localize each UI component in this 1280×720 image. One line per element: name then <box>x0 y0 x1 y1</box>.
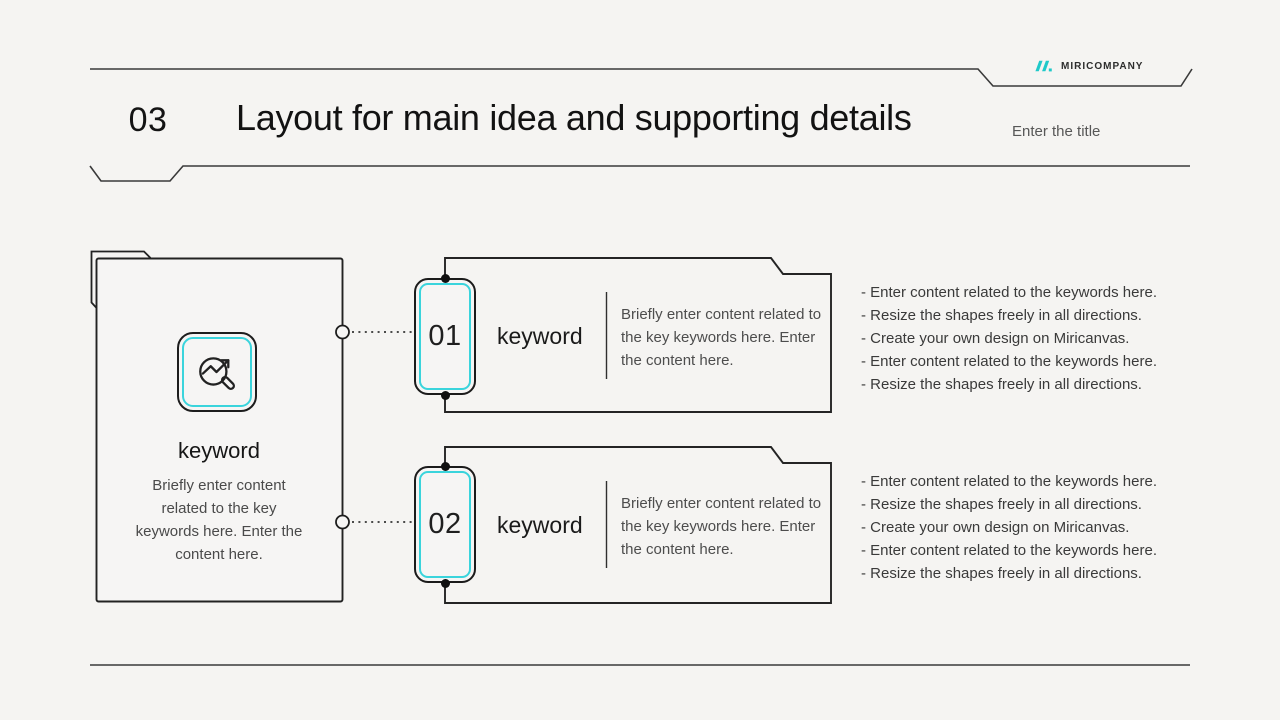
bullet-line: - Create your own design on Miricanvas. <box>861 519 1130 536</box>
bullet-line: - Enter content related to the keywords … <box>861 473 1157 490</box>
number-pill-1-value: 01 <box>419 283 471 390</box>
main-idea-description: Briefly enter content related to the key… <box>135 477 303 563</box>
main-panel-back-fold <box>90 250 152 310</box>
search-trend-icon <box>199 357 236 391</box>
number-pill-2: 02 <box>414 466 476 583</box>
bullet-line: - Resize the shapes freely in all direct… <box>861 376 1142 393</box>
connector-port-2 <box>335 514 350 530</box>
node-dot <box>440 273 450 283</box>
node-dot <box>440 578 450 588</box>
header-top-line <box>90 68 1193 87</box>
connector-port-1 <box>335 324 350 340</box>
bullet-line: - Resize the shapes freely in all direct… <box>861 565 1142 582</box>
brand-name: MIRICOMPANY <box>1061 60 1144 72</box>
header-bottom-line <box>89 165 1190 182</box>
title-placeholder: Enter the title <box>1012 123 1101 140</box>
main-panel-outline <box>95 257 344 603</box>
node-dot <box>440 461 450 471</box>
main-idea-icon-inner-frame <box>182 337 252 407</box>
miricompany-logo-icon <box>1035 60 1052 72</box>
brand-logo: MIRICOMPANY <box>1034 59 1143 73</box>
detail-card-outline-2 <box>444 446 832 604</box>
section-number: 03 <box>128 101 168 139</box>
detail-description-2: Briefly enter content related to the key… <box>621 495 822 558</box>
bullet-line: - Enter content related to the keywords … <box>861 542 1157 559</box>
detail-bullet-list-2: - Enter content related to the keywords … <box>861 470 1157 585</box>
node-dot <box>440 390 450 400</box>
main-idea-icon-box <box>177 332 257 412</box>
number-pill-1: 01 <box>414 278 476 395</box>
page-title: Layout for main idea and supporting deta… <box>236 97 912 138</box>
detail-keyword-1: keyword <box>497 323 583 349</box>
detail-card-outline-1 <box>444 257 832 413</box>
bullet-line: - Resize the shapes freely in all direct… <box>861 496 1142 513</box>
number-pill-2-value: 02 <box>419 471 471 578</box>
bullet-line: - Resize the shapes freely in all direct… <box>861 307 1142 324</box>
bullet-line: - Enter content related to the keywords … <box>861 284 1157 301</box>
bullet-line: - Create your own design on Miricanvas. <box>861 330 1130 347</box>
detail-keyword-2: keyword <box>497 512 583 538</box>
main-idea-keyword: keyword <box>178 438 260 463</box>
detail-bullet-list-1: - Enter content related to the keywords … <box>861 281 1157 396</box>
bullet-line: - Enter content related to the keywords … <box>861 353 1157 370</box>
detail-description-1: Briefly enter content related to the key… <box>621 306 822 369</box>
